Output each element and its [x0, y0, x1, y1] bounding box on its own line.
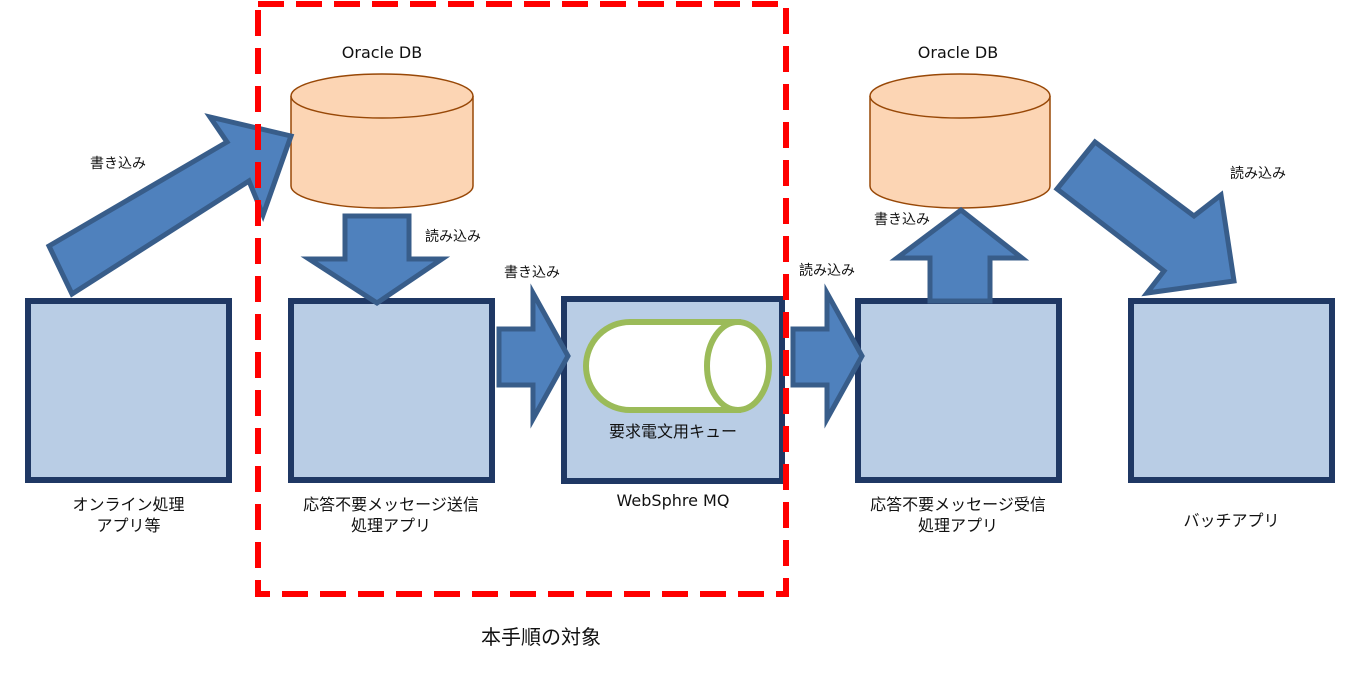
arrow-write-receive-to-db — [889, 206, 1030, 304]
arrow-label-write-2: 書き込み — [504, 265, 560, 281]
box-label-online-app: オンライン処理 アプリ等 — [72, 495, 185, 535]
oracle-db-1 — [290, 73, 474, 209]
arrow-label-write-1: 書き込み — [90, 156, 146, 172]
queue-cylinder — [583, 319, 772, 413]
box-label-receive-app: 応答不要メッセージ受信 処理アプリ — [870, 495, 1046, 535]
queue-label: 要求電文用キュー — [608, 422, 737, 441]
box-label-batch-app: バッチアプリ — [1183, 511, 1280, 530]
oracle-db-2 — [869, 73, 1051, 209]
arrow-read-db-to-batch — [1053, 138, 1237, 297]
box-batch-app — [1128, 298, 1335, 483]
box-send-app — [288, 298, 495, 483]
box-online-app — [25, 298, 232, 483]
arrow-read-db-to-send — [300, 213, 451, 306]
arrow-label-read-3: 読み込み — [1230, 166, 1286, 182]
arrow-label-write-3: 書き込み — [874, 212, 930, 228]
arrow-label-read-1: 読み込み — [425, 229, 481, 245]
db-label-2: Oracle DB — [917, 43, 999, 62]
arrow-write-online-to-db — [45, 113, 295, 298]
db-label-1: Oracle DB — [341, 43, 423, 62]
arrow-write-send-to-mq — [496, 283, 571, 429]
scope-label: 本手順の対象 — [481, 625, 601, 649]
box-receive-app — [855, 298, 1062, 483]
arrow-label-read-2: 読み込み — [799, 263, 855, 279]
box-label-send-app: 応答不要メッセージ送信 処理アプリ — [303, 495, 479, 535]
arrow-read-mq-to-receive — [790, 283, 865, 429]
scope-boundary — [255, 1, 789, 597]
box-label-websphere-mq: WebSphre MQ — [616, 491, 730, 510]
